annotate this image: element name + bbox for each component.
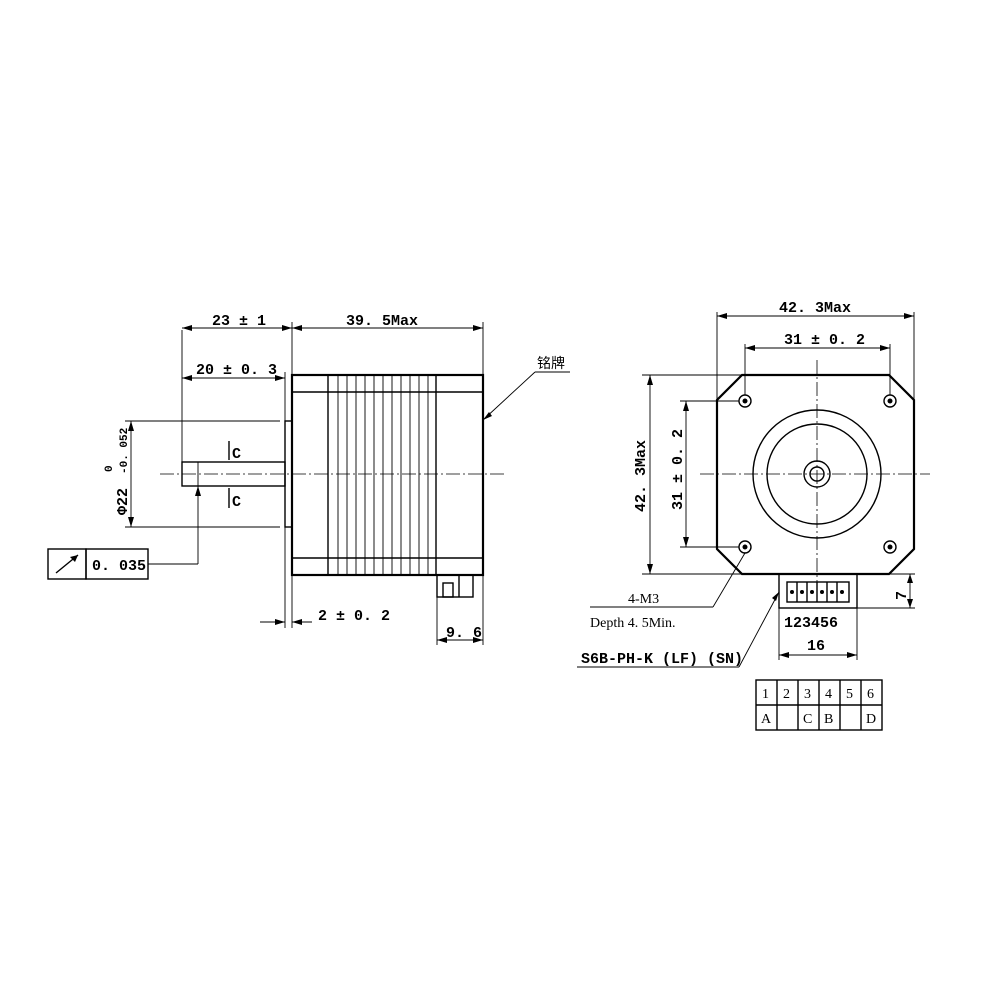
dim-hole-spacing-h: 31 ± 0. 2 (784, 332, 865, 349)
dim-connector: 9. 6 (446, 625, 482, 642)
dim-shaft-length: 23 ± 1 (212, 313, 266, 330)
pin-1: 1 (762, 687, 769, 702)
dim-boss: 2 ± 0. 2 (318, 608, 390, 625)
boss-outer-circle (752, 409, 882, 539)
pin-6: 6 (867, 687, 874, 702)
phase-3: C (803, 712, 812, 727)
depth-label: Depth 4. 5Min. (590, 616, 676, 631)
shaft (181, 461, 286, 487)
side-view: 23 ± 1 39. 5Max 20 ± 0. 3 Φ22 0 -0. 052 … (47, 313, 570, 645)
pin-5: 5 (846, 687, 853, 702)
pin-3: 3 (804, 687, 811, 702)
runout-value: 0. 035 (92, 558, 146, 575)
runout-tolerance-frame: 0. 035 (47, 486, 201, 580)
dim-shaft-tol-lower: -0. 052 (119, 428, 131, 474)
phase-1: A (761, 712, 772, 727)
pin-4: 4 (825, 687, 832, 702)
dim-hole-spacing-v: 31 ± 0. 2 (670, 429, 687, 510)
hole-label: 4-M3 (628, 592, 659, 607)
cooling-fins (337, 375, 429, 575)
dim-connector-width: 16 (807, 638, 825, 655)
dim-height: 42. 3Max (633, 440, 650, 512)
front-view: 42. 3Max 31 ± 0. 2 42. 3Max 31 ± 0. 2 7 (577, 300, 930, 668)
pin-numbers: 123456 (784, 615, 838, 632)
shaft-circle (803, 460, 831, 488)
front-connector (778, 573, 858, 609)
hole-leader (712, 552, 746, 608)
nameplate-label: 铭牌 (537, 355, 565, 372)
connector-part: S6B-PH-K (LF) (SN) (581, 651, 743, 668)
nameplate-leader (482, 371, 536, 421)
dim-flat-length: 20 ± 0. 3 (196, 362, 277, 379)
phase-4: B (824, 712, 833, 727)
rear-connector (436, 574, 474, 598)
shaft-hole (809, 466, 825, 482)
pin-2: 2 (783, 687, 790, 702)
phase-6: D (866, 712, 876, 727)
dim-body-length: 39. 5Max (346, 313, 418, 330)
dim-shaft-tol-upper: 0 (104, 465, 116, 472)
dim-connector-height: 7 (894, 591, 911, 600)
pin-table: 1 2 3 4 5 6 A C B D (755, 679, 883, 731)
dim-width: 42. 3Max (779, 300, 851, 317)
flat-label-bottom: C (232, 494, 241, 511)
flat-label-top: C (232, 446, 241, 463)
boss-inner-circle (766, 423, 868, 525)
motor-body (290, 373, 485, 577)
dim-shaft-dia: Φ22 (115, 488, 132, 515)
